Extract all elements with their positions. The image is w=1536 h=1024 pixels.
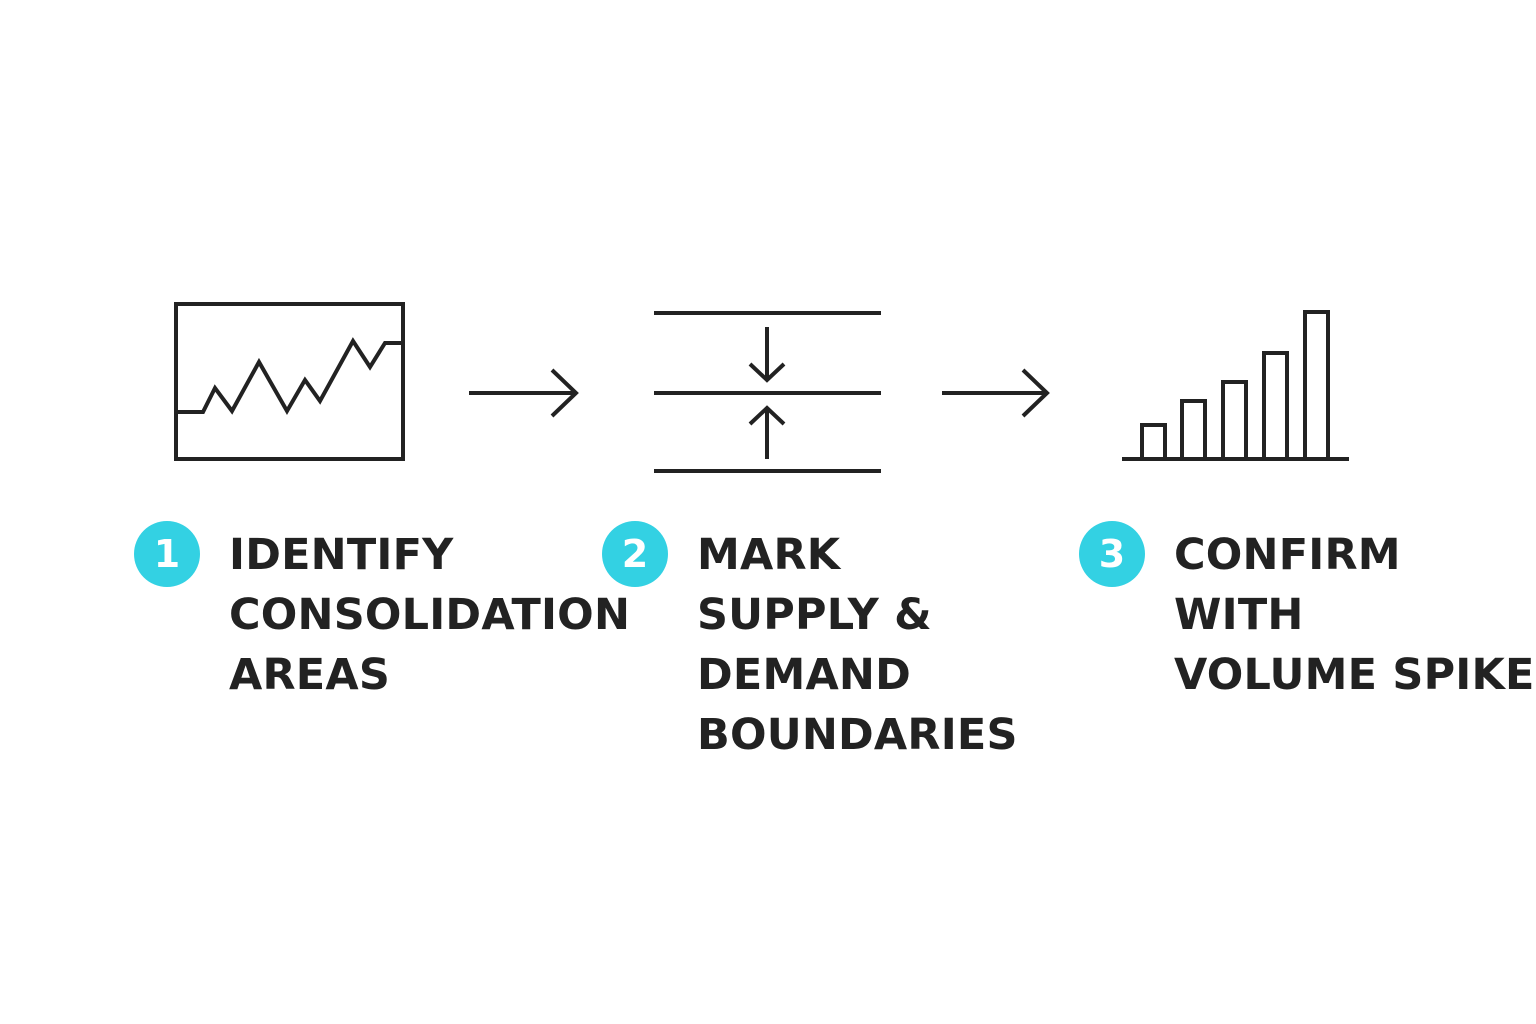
step-label-line: IDENTIFY <box>229 530 454 580</box>
step-label-line: CONFIRM <box>1174 530 1401 580</box>
volume-bars-icon <box>1122 310 1349 461</box>
volume-bar <box>1303 310 1330 461</box>
step-label-line: CONSOLIDATION <box>229 590 631 640</box>
step-2: 2 MARK SUPPLY & DEMAND BOUNDARIES <box>602 521 1018 765</box>
chart-frame <box>174 302 405 461</box>
step-number-badge: 3 <box>1079 521 1145 587</box>
arrow-right-icon <box>942 368 1050 418</box>
consolidation-chart-icon <box>174 302 405 461</box>
volume-bar <box>1140 423 1167 461</box>
step-number: 3 <box>1098 532 1126 576</box>
step-label: IDENTIFY CONSOLIDATION AREAS <box>229 525 630 705</box>
supply-demand-boundaries-icon <box>654 311 881 473</box>
step-number-badge: 1 <box>134 521 200 587</box>
volume-bar <box>1221 380 1248 461</box>
step-number: 1 <box>153 532 181 576</box>
step-number-badge: 2 <box>602 521 668 587</box>
step-1: 1 IDENTIFY CONSOLIDATION AREAS <box>134 521 630 705</box>
price-line <box>176 337 403 416</box>
step-label-line: MARK <box>697 530 841 580</box>
volume-bar <box>1180 399 1207 461</box>
arrow-up-icon <box>748 405 786 459</box>
step-label-line: BOUNDARIES <box>697 710 1018 760</box>
step-label-line: AREAS <box>229 650 391 700</box>
arrow-down-icon <box>748 327 786 383</box>
step-label-line: WITH <box>1174 590 1304 640</box>
step-label-line: SUPPLY & <box>697 590 932 640</box>
step-number: 2 <box>621 532 649 576</box>
step-label: CONFIRM WITH VOLUME SPIKE <box>1174 525 1535 705</box>
step-label-line: DEMAND <box>697 650 912 700</box>
step-label-line: VOLUME SPIKE <box>1174 650 1535 700</box>
volume-bar <box>1262 351 1289 461</box>
step-3: 3 CONFIRM WITH VOLUME SPIKE <box>1079 521 1535 705</box>
arrow-right-icon <box>469 368 579 418</box>
step-label: MARK SUPPLY & DEMAND BOUNDARIES <box>697 525 1018 765</box>
